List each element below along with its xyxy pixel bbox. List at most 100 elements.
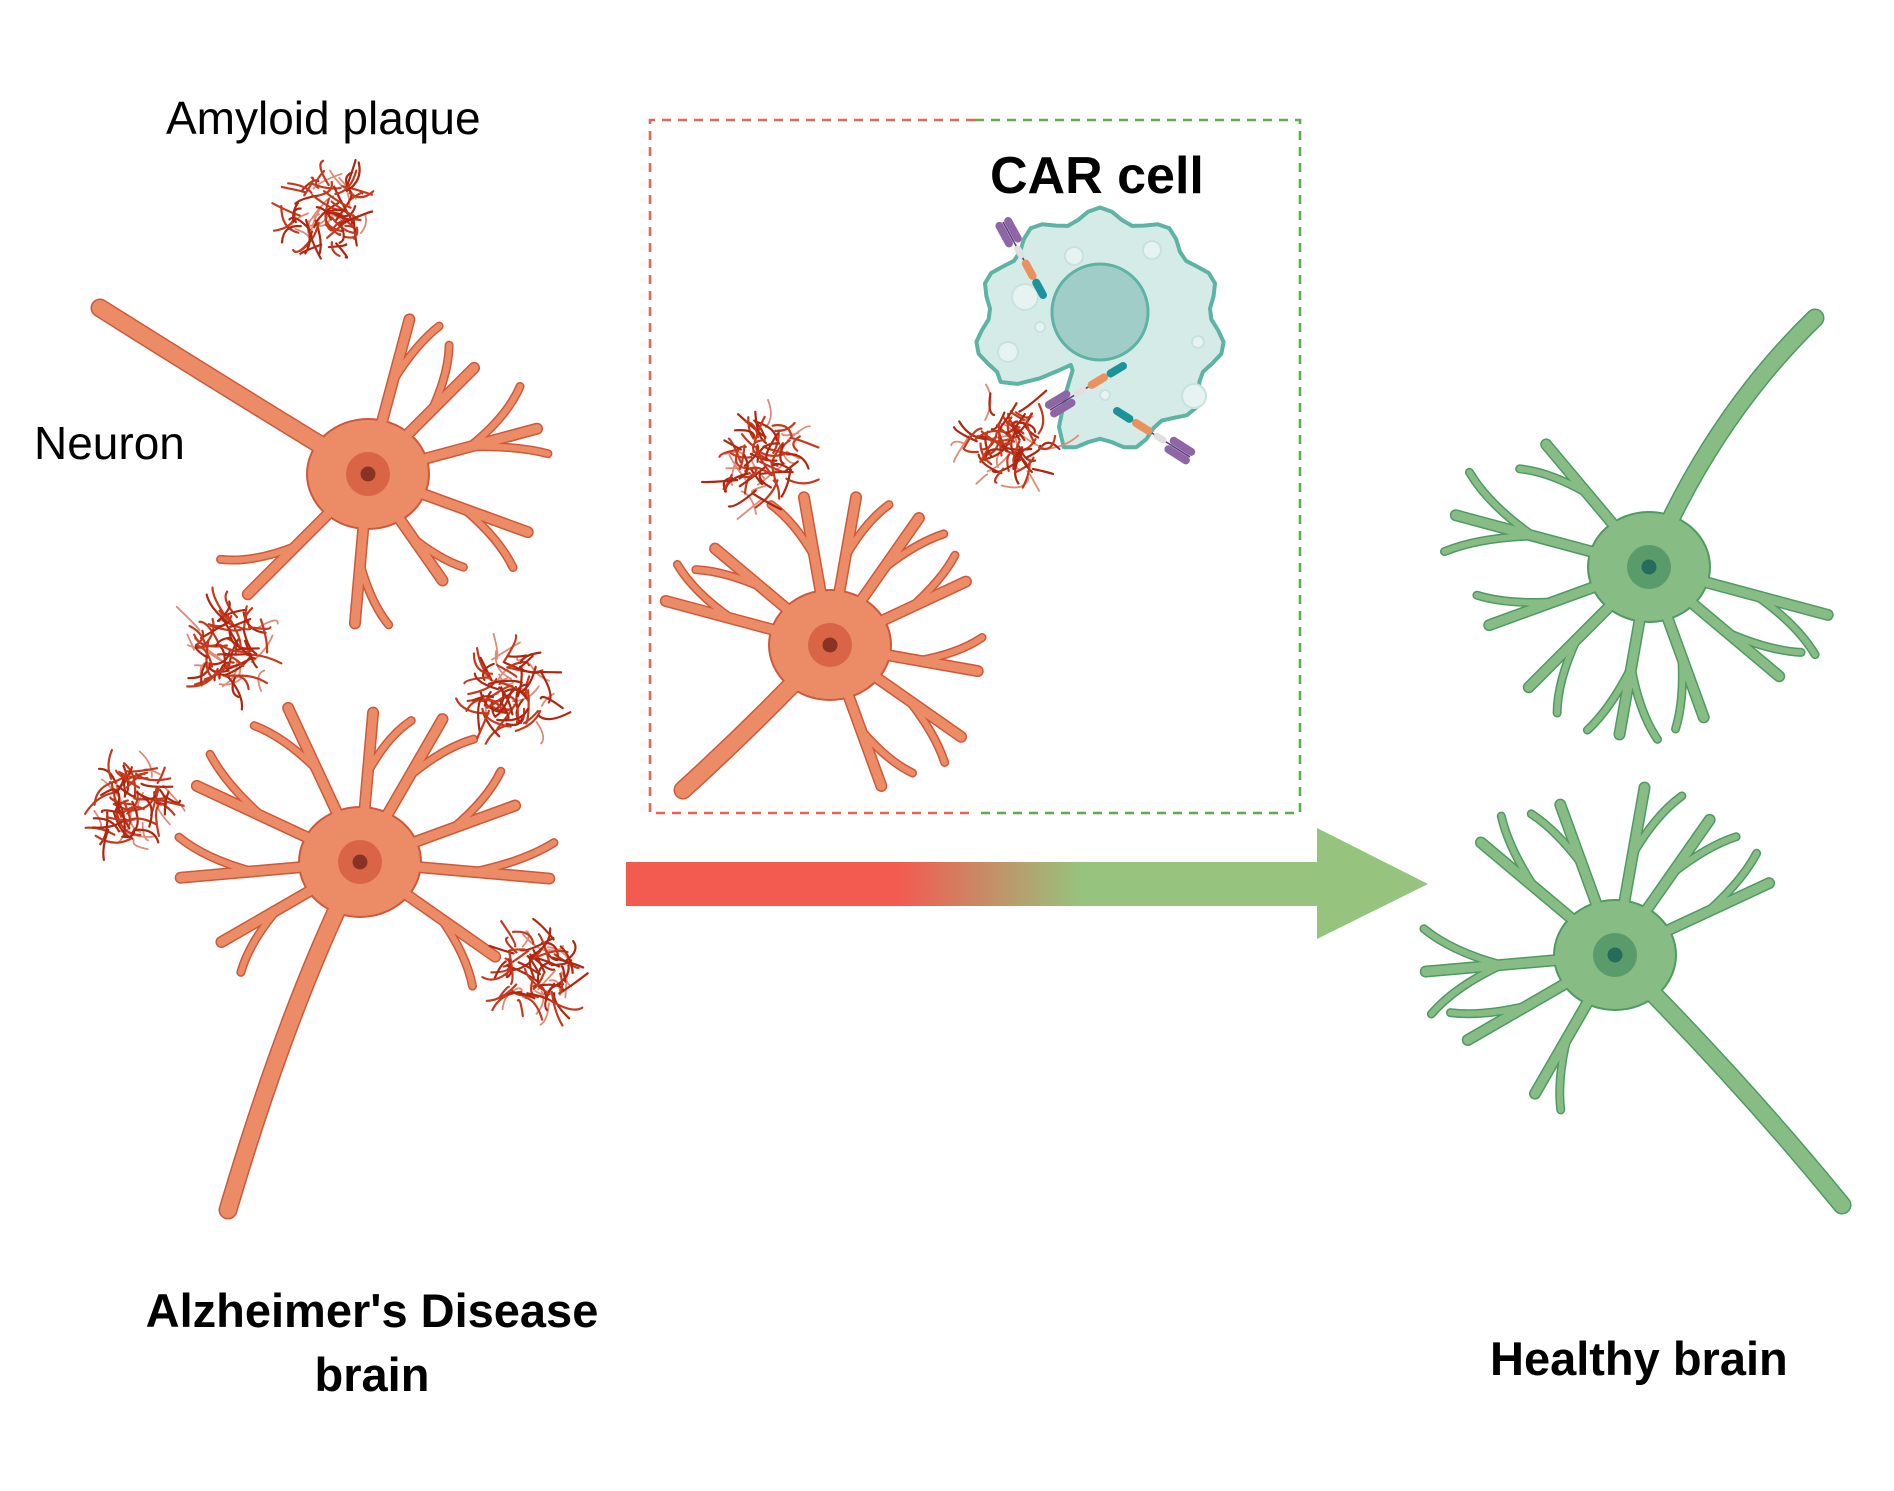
receptor-scfv: [1169, 436, 1196, 456]
plaque-fibril: [203, 660, 232, 681]
neurite: [357, 560, 392, 628]
plaque-fibril: [516, 998, 524, 1018]
alzheimers-brain-label-line1: Alzheimer's Disease: [145, 1284, 599, 1337]
neurite: [406, 736, 477, 780]
plaque-fibril: [537, 711, 572, 721]
plaque-fibril: [511, 961, 532, 971]
neurite: [842, 501, 893, 560]
plaque-fibril: [224, 674, 250, 691]
neurite: [1668, 833, 1740, 877]
plaque-fibril: [780, 466, 792, 498]
car-receptor-icon: [995, 217, 1047, 299]
plaque-fibril: [520, 665, 537, 693]
neurite: [908, 552, 958, 610]
plaque-fibril: [1018, 389, 1048, 413]
car-treatment-box: [648, 118, 1302, 815]
plaque-fibril: [324, 213, 343, 233]
plaque-fibril: [1031, 467, 1055, 475]
plaque-fibril: [106, 816, 136, 822]
plaque-fibril: [779, 443, 785, 465]
nucleolus: [822, 637, 838, 653]
plaque-fibril: [508, 660, 531, 668]
plaque-fibril: [975, 473, 989, 485]
plaque-fibril: [292, 207, 302, 223]
plaque-fibril: [524, 675, 531, 703]
neurite: [251, 722, 320, 773]
neurite: [1753, 592, 1819, 658]
plaque-fibril: [100, 809, 121, 814]
plaque-fibril: [314, 169, 326, 189]
plaque-fibril: [740, 490, 757, 515]
plaque-fibril: [550, 956, 585, 969]
receptor-scfv: [995, 221, 1014, 248]
plaque-fibril: [194, 643, 209, 659]
receptor-grey-domain: [1153, 432, 1167, 444]
plaque-fibril: [751, 439, 766, 452]
receptor-scfv: [1050, 398, 1076, 418]
plaque-fibril: [280, 204, 300, 234]
neurite: [450, 768, 504, 832]
plaque-fibril: [198, 620, 219, 643]
car-cell-label: CAR cell: [990, 147, 1204, 205]
plaque-fibril: [524, 996, 544, 1021]
plaque-fibril: [1037, 403, 1045, 435]
plaque-fibril: [738, 444, 746, 471]
vesicle: [1142, 240, 1162, 260]
amyloid-plaque-icon: [950, 383, 1080, 492]
plaque-fibril: [331, 218, 362, 231]
plaque-fibril: [330, 200, 359, 220]
plaque-fibril: [272, 211, 296, 232]
plaque-fibril: [559, 972, 564, 994]
plaque-fibril: [758, 472, 772, 489]
plaque-fibril: [107, 748, 113, 780]
plaque-fibril: [465, 698, 496, 712]
plaque-fibril: [1006, 453, 1011, 472]
box-border-left-red: [648, 118, 975, 815]
plaque-fibril: [774, 421, 796, 433]
plaque-fibril: [319, 159, 330, 187]
neurite: [1498, 813, 1538, 891]
plaque-fibril: [1014, 450, 1028, 468]
right-arrow-icon: [626, 828, 1428, 939]
plaque-fibril: [314, 219, 322, 256]
plaque-fibril: [529, 953, 556, 971]
plaque-fibril: [211, 586, 228, 619]
plaque-fibril: [229, 618, 252, 628]
plaque-fibril: [747, 416, 755, 440]
plaque-fibril: [1026, 470, 1040, 492]
plaque-fibril: [344, 226, 359, 239]
plaque-fibril: [348, 191, 364, 202]
plaque-fibril: [1021, 458, 1031, 489]
neurite: [409, 534, 467, 571]
plaque-fibril: [535, 990, 545, 1015]
plaque-fibril: [518, 654, 534, 668]
plaque-fibril: [84, 826, 116, 836]
plaque-fibril: [200, 661, 208, 687]
amyloid-plaque-icon: [271, 158, 375, 260]
plaque-fibril: [493, 960, 507, 980]
plaque-fibril: [310, 230, 322, 260]
plaque-fibril: [771, 424, 793, 439]
plaque-fibril: [752, 493, 782, 511]
plaque-fibril: [998, 402, 1018, 430]
plaque-fibril: [287, 182, 313, 194]
neurite: [880, 530, 947, 572]
plaque-fibril: [215, 636, 231, 648]
nucleolus: [352, 854, 368, 870]
plaque-fibril: [256, 619, 279, 629]
plaque-fibril: [472, 652, 494, 675]
neurite: [438, 915, 476, 990]
plaque-fibril: [984, 383, 992, 421]
plaque-fibril: [156, 766, 166, 784]
plaque-fibril: [220, 644, 254, 653]
plaque-fibril: [744, 420, 759, 439]
plaque-fibril: [325, 208, 346, 213]
vesicle: [1064, 246, 1084, 266]
plaque-fibril: [224, 590, 239, 619]
plaque-fibril: [250, 634, 274, 663]
vesicle: [1099, 389, 1111, 401]
neurite: [1556, 1035, 1570, 1113]
plaque-fibril: [1006, 416, 1016, 443]
plaque-fibril: [471, 694, 494, 702]
